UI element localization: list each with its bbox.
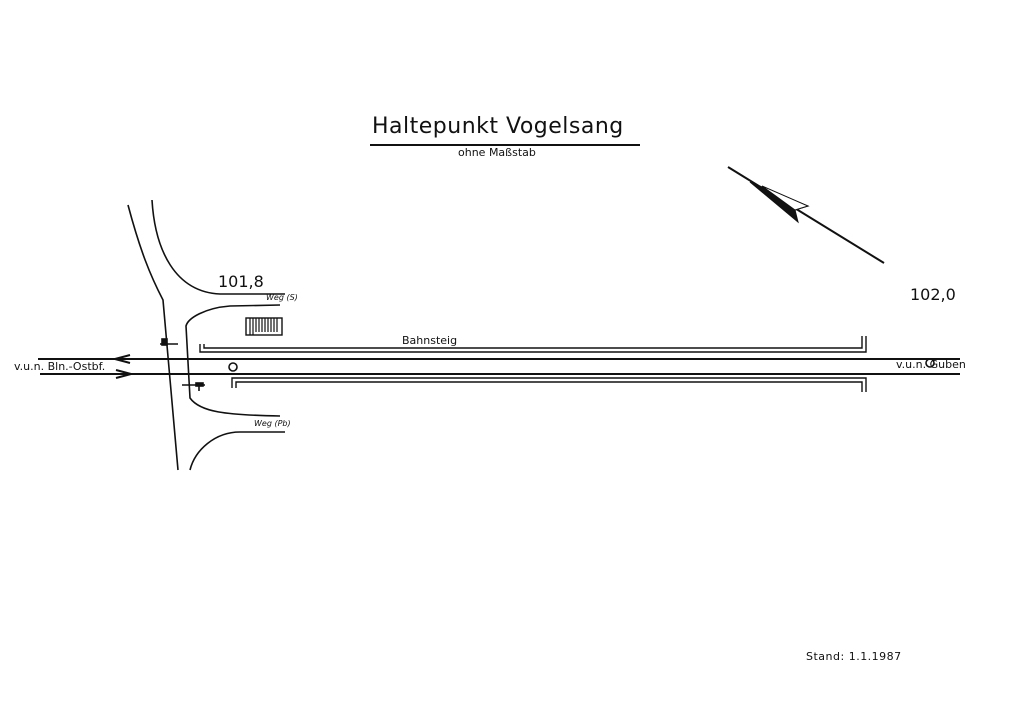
stop-marker-icon bbox=[228, 362, 238, 372]
road-weg-pb bbox=[189, 431, 285, 471]
platform-edges bbox=[199, 336, 867, 392]
north-arrow-icon bbox=[727, 166, 885, 264]
road-weg-s bbox=[185, 304, 281, 417]
arrow-west bbox=[114, 354, 131, 364]
km-marker: 102,0 bbox=[910, 285, 956, 304]
date-stamp: Stand: 1.1.1987 bbox=[806, 650, 902, 663]
direction-label-east: v.u.n. Guben bbox=[896, 358, 966, 371]
signal-icon bbox=[160, 338, 205, 391]
direction-label-west: v.u.n. Bln.-Ostbf. bbox=[14, 360, 106, 373]
road-label: Weg (Pb) bbox=[254, 419, 291, 428]
road-label: Weg (S) bbox=[266, 293, 298, 302]
arrow-east bbox=[115, 369, 132, 379]
platform-label: Bahnsteig bbox=[402, 334, 458, 347]
km-marker: 101,8 bbox=[218, 272, 264, 291]
station-building-icon bbox=[245, 317, 283, 336]
road-main bbox=[127, 204, 179, 471]
road-upper-branch bbox=[151, 199, 285, 295]
diagram-title: Haltepunkt Vogelsang bbox=[372, 114, 624, 139]
tracks bbox=[38, 354, 960, 379]
stop-marker-icon bbox=[925, 358, 935, 368]
scale-note: ohne Maßstab bbox=[458, 146, 536, 159]
roads bbox=[127, 199, 285, 471]
